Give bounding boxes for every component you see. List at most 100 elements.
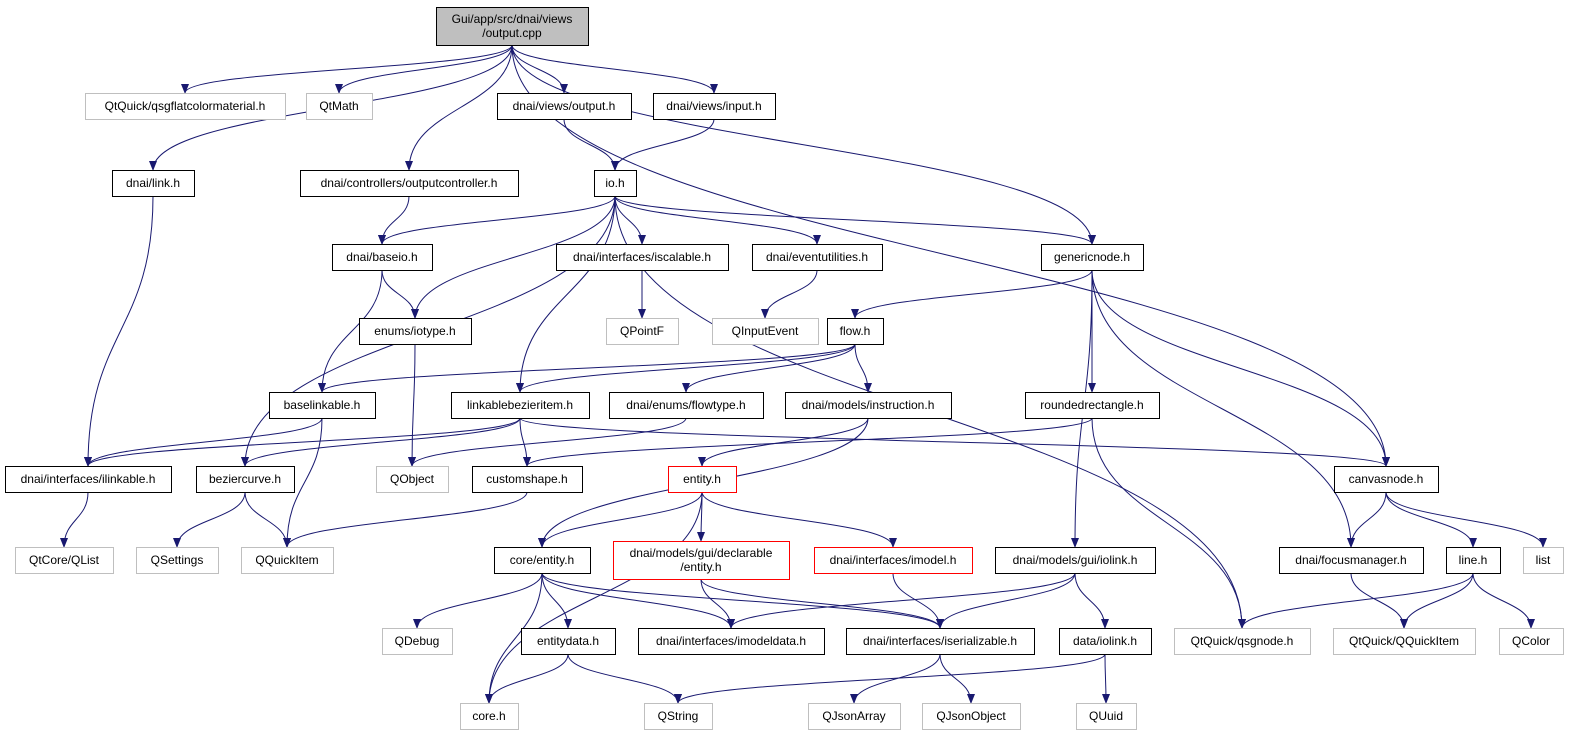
node-label: QObject xyxy=(390,472,435,486)
edge-iotype-to-qobject xyxy=(408,343,417,467)
node-gui_iolink[interactable]: dnai/models/gui/iolink.h xyxy=(995,547,1156,574)
edge-core_entity-to-core xyxy=(485,572,543,704)
node-entitydata[interactable]: entitydata.h xyxy=(521,628,616,655)
node-imodel[interactable]: dnai/interfaces/imodel.h xyxy=(814,547,973,574)
node-core[interactable]: core.h xyxy=(460,703,519,730)
node-linkablebezier[interactable]: linkablebezieritem.h xyxy=(451,392,590,419)
node-box xyxy=(785,392,952,419)
node-eventutilities[interactable]: dnai/eventutilities.h xyxy=(752,244,883,271)
node-declarable_entity[interactable]: dnai/models/gui/declarable/entity.h xyxy=(613,541,790,580)
node-label: QJsonArray xyxy=(822,709,885,723)
edge-io-to-eventutilities xyxy=(614,195,821,245)
node-iscalable[interactable]: dnai/interfaces/iscalable.h xyxy=(556,244,729,271)
node-io[interactable]: io.h xyxy=(594,170,637,197)
node-qjsonobject[interactable]: QJsonObject xyxy=(922,703,1021,730)
edge-io-to-genericnode xyxy=(614,195,1096,245)
node-label: dnai/views/input.h xyxy=(666,99,761,113)
node-box xyxy=(521,628,616,655)
edge-root-to-qtmath xyxy=(335,44,513,94)
edge-instruction-to-entity xyxy=(698,417,869,467)
node-label: baselinkable.h xyxy=(284,398,361,412)
node-label: QtQuick/QQuickItem xyxy=(1349,634,1459,648)
node-qstring[interactable]: QString xyxy=(644,703,713,730)
node-qjsonarray[interactable]: QJsonArray xyxy=(808,703,901,730)
edge-io-to-iscalable xyxy=(614,195,646,245)
node-customshape[interactable]: customshape.h xyxy=(472,466,583,493)
node-core_entity[interactable]: core/entity.h xyxy=(494,547,591,574)
node-box xyxy=(1174,628,1311,655)
node-label: QString xyxy=(658,709,699,723)
node-list[interactable]: list xyxy=(1523,547,1564,574)
node-box xyxy=(300,170,519,197)
edge-core_entity-to-qdebug xyxy=(413,572,543,629)
nodes-layer: Gui/app/src/dnai/views/output.cppQtQuick… xyxy=(5,7,1564,730)
node-box xyxy=(241,547,334,574)
node-flowtype[interactable]: dnai/enums/flowtype.h xyxy=(609,392,764,419)
edge-root-to-views_output xyxy=(511,44,568,94)
node-data_iolink[interactable]: data/iolink.h xyxy=(1059,628,1152,655)
node-qpointf[interactable]: QPointF xyxy=(606,318,679,345)
edge-entity-to-core xyxy=(485,491,703,704)
edge-iserializable-to-qjsonobject xyxy=(939,653,975,704)
node-views_input[interactable]: dnai/views/input.h xyxy=(653,93,776,120)
edge-io-to-iotype xyxy=(411,195,616,319)
node-box xyxy=(1041,244,1144,271)
node-label: dnai/models/instruction.h xyxy=(802,398,935,412)
edge-declarable_entity-to-iserializable xyxy=(700,578,944,629)
node-baseio[interactable]: dnai/baseio.h xyxy=(332,244,433,271)
node-line[interactable]: line.h xyxy=(1446,547,1501,574)
edge-linkablebezier-to-customshape xyxy=(519,417,531,467)
node-qtmath[interactable]: QtMath xyxy=(306,93,373,120)
node-qquickitem[interactable]: QQuickItem xyxy=(241,547,334,574)
node-imodeldata[interactable]: dnai/interfaces/imodeldata.h xyxy=(638,628,825,655)
node-flow[interactable]: flow.h xyxy=(827,318,884,345)
node-roundedrect[interactable]: roundedrectangle.h xyxy=(1025,392,1160,419)
node-qtquick_qquickitem[interactable]: QtQuick/QQuickItem xyxy=(1333,628,1476,655)
node-label: dnai/interfaces/iserializable.h xyxy=(863,634,1017,648)
node-box xyxy=(494,547,591,574)
node-iotype[interactable]: enums/iotype.h xyxy=(359,318,472,345)
node-root[interactable]: Gui/app/src/dnai/views/output.cpp xyxy=(436,7,589,46)
node-box xyxy=(827,318,884,345)
node-box xyxy=(376,466,449,493)
node-label: customshape.h xyxy=(486,472,567,486)
node-qsettings[interactable]: QSettings xyxy=(136,547,219,574)
node-qcolor[interactable]: QColor xyxy=(1499,628,1564,655)
node-label: dnai/controllers/outputcontroller.h xyxy=(321,176,498,190)
node-qsgflat[interactable]: QtQuick/qsgflatcolormaterial.h xyxy=(85,93,286,120)
edge-eventutilities-to-qinputevent xyxy=(761,269,818,319)
node-box xyxy=(451,392,590,419)
node-instruction[interactable]: dnai/models/instruction.h xyxy=(785,392,952,419)
node-focusmanager[interactable]: dnai/focusmanager.h xyxy=(1279,547,1424,574)
node-outputcontroller[interactable]: dnai/controllers/outputcontroller.h xyxy=(300,170,519,197)
node-box xyxy=(609,392,764,419)
node-genericnode[interactable]: genericnode.h xyxy=(1041,244,1144,271)
edge-linkablebezier-to-ilinkable xyxy=(84,417,521,467)
edge-entitydata-to-core xyxy=(485,653,569,704)
node-link[interactable]: dnai/link.h xyxy=(112,170,195,197)
node-box xyxy=(846,628,1035,655)
node-box xyxy=(594,170,637,197)
node-qsgnode[interactable]: QtQuick/qsgnode.h xyxy=(1174,628,1311,655)
node-quuid[interactable]: QUuid xyxy=(1076,703,1137,730)
node-beziercurve[interactable]: beziercurve.h xyxy=(196,466,295,493)
node-label: Gui/app/src/dnai/views xyxy=(452,12,573,26)
edge-baselinkable-to-ilinkable xyxy=(84,417,323,467)
node-qdebug[interactable]: QDebug xyxy=(382,628,453,655)
edge-genericnode-to-flow xyxy=(851,269,1093,319)
node-canvasnode[interactable]: canvasnode.h xyxy=(1334,466,1439,493)
node-qinputevent[interactable]: QInputEvent xyxy=(712,318,819,345)
node-label: dnai/models/gui/iolink.h xyxy=(1013,553,1138,567)
node-qobject[interactable]: QObject xyxy=(376,466,449,493)
edge-root-to-views_input xyxy=(511,44,718,94)
node-qtcore_qlist[interactable]: QtCore/QList xyxy=(15,547,114,574)
node-baselinkable[interactable]: baselinkable.h xyxy=(269,392,376,419)
edge-baseio-to-baselinkable xyxy=(318,269,383,393)
node-iserializable[interactable]: dnai/interfaces/iserializable.h xyxy=(846,628,1035,655)
node-ilinkable[interactable]: dnai/interfaces/ilinkable.h xyxy=(5,466,172,493)
node-box xyxy=(460,703,519,730)
edge-flow-to-instruction xyxy=(854,343,872,393)
node-views_output[interactable]: dnai/views/output.h xyxy=(497,93,632,120)
node-entity[interactable]: entity.h xyxy=(668,466,737,493)
node-label: genericnode.h xyxy=(1054,250,1130,264)
